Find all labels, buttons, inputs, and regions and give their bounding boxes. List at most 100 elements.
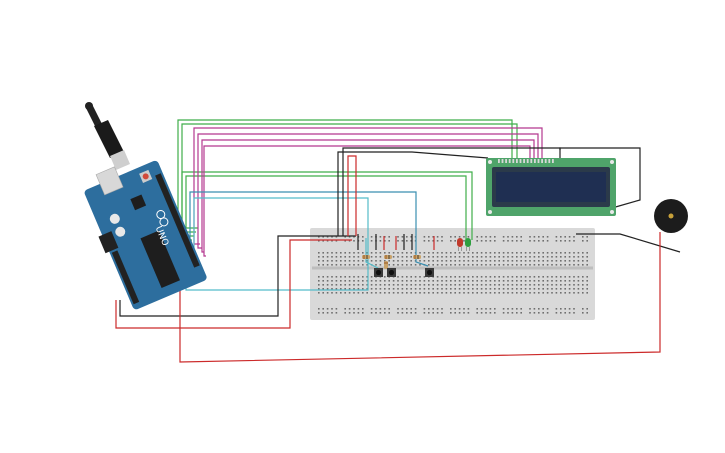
breadboard-hole — [406, 236, 408, 238]
breadboard-hole — [542, 256, 544, 258]
breadboard-hole — [533, 308, 536, 310]
breadboard-hole — [318, 280, 320, 282]
breadboard-hole — [529, 252, 531, 254]
breadboard-hole — [560, 308, 562, 310]
breadboard-hole — [463, 260, 465, 262]
wires[interactable] — [115, 119, 681, 363]
breadboard-hole — [375, 280, 377, 282]
breadboard-hole — [326, 236, 329, 238]
wire-cyan[interactable] — [365, 238, 379, 269]
wire-black[interactable] — [342, 147, 561, 236]
breadboard-hole — [564, 252, 566, 254]
breadboard-hole — [331, 312, 333, 314]
breadboard-hole — [480, 280, 483, 282]
breadboard-hole — [379, 252, 382, 254]
breadboard-hole — [520, 292, 522, 294]
breadboard-hole — [467, 280, 470, 282]
breadboard-hole — [331, 260, 333, 262]
piezo-buzzer[interactable] — [654, 199, 688, 233]
push-button[interactable] — [374, 268, 383, 277]
breadboard-hole — [428, 284, 430, 286]
breadboard-hole — [489, 240, 492, 242]
wire-magenta[interactable] — [197, 133, 539, 249]
breadboard-hole — [423, 240, 426, 242]
breadboard-hole — [507, 280, 509, 282]
breadboard-hole — [568, 240, 571, 242]
led-red[interactable] — [457, 238, 463, 251]
usb-plug-boot — [94, 120, 124, 158]
wire-magenta[interactable] — [193, 127, 543, 245]
breadboard-hole — [432, 288, 434, 290]
breadboard-hole — [524, 264, 527, 266]
breadboard-hole — [423, 236, 426, 238]
breadboard-hole — [406, 284, 408, 286]
breadboard-hole — [344, 288, 346, 290]
breadboard-hole — [577, 280, 580, 282]
breadboard-hole — [463, 252, 465, 254]
arduino-uno[interactable]: UNO — [76, 102, 208, 312]
breadboard-hole — [560, 264, 562, 266]
breadboard-hole — [467, 236, 470, 238]
breadboard-hole — [432, 236, 434, 238]
breadboard-hole — [436, 264, 439, 266]
lcd-display[interactable] — [486, 158, 616, 216]
wire-green[interactable] — [181, 123, 518, 237]
breadboard-hole — [560, 240, 562, 242]
resistor[interactable] — [413, 255, 421, 259]
breadboard-hole — [436, 276, 439, 278]
breadboard-hole — [335, 264, 338, 266]
wire-black[interactable] — [119, 235, 356, 317]
wire-red[interactable] — [115, 239, 352, 329]
breadboard-hole — [573, 256, 575, 258]
breadboard-hole — [573, 264, 575, 266]
resistor[interactable] — [384, 261, 388, 269]
breadboard-hole — [450, 260, 452, 262]
breadboard-hole — [450, 280, 452, 282]
breadboard-hole — [489, 280, 492, 282]
wire-magenta[interactable] — [203, 145, 531, 257]
breadboard-hole — [357, 252, 360, 254]
breadboard-hole — [384, 312, 386, 314]
breadboard-hole — [546, 280, 549, 282]
resistor[interactable] — [384, 255, 392, 259]
breadboard-hole — [529, 308, 531, 310]
breadboard-hole — [520, 276, 522, 278]
breadboard-hole — [375, 292, 377, 294]
wire-black[interactable] — [559, 147, 641, 209]
push-button[interactable] — [425, 268, 434, 277]
breadboard-hole — [366, 264, 368, 266]
breadboard[interactable] — [310, 228, 595, 320]
breadboard-hole — [388, 308, 390, 310]
breadboard-hole — [441, 288, 443, 290]
wire-magenta[interactable] — [201, 139, 535, 253]
breadboard-hole — [388, 240, 390, 242]
breadboard-hole — [489, 284, 492, 286]
breadboard-hole — [511, 308, 514, 310]
breadboard-hole — [384, 280, 386, 282]
breadboard-hole — [362, 284, 364, 286]
push-button[interactable] — [387, 268, 396, 277]
wire-red[interactable] — [347, 155, 357, 236]
breadboard-hole — [344, 276, 346, 278]
breadboard-hole — [516, 288, 518, 290]
breadboard-hole — [384, 240, 386, 242]
breadboard-hole — [551, 276, 553, 278]
breadboard-hole — [480, 276, 483, 278]
breadboard-hole — [322, 308, 324, 310]
breadboard-hole — [533, 312, 536, 314]
reset-button-cap[interactable] — [142, 172, 150, 180]
breadboard-hole — [529, 264, 531, 266]
breadboard-hole — [516, 252, 518, 254]
led-green[interactable] — [465, 238, 471, 251]
leds[interactable] — [457, 238, 471, 251]
breadboard-hole — [480, 308, 483, 310]
wire-black[interactable] — [337, 151, 489, 236]
wire-green[interactable] — [177, 119, 513, 241]
breadboard-hole — [516, 260, 518, 262]
breadboard-hole — [489, 292, 492, 294]
resistors[interactable] — [362, 255, 421, 269]
resistor[interactable] — [362, 255, 370, 259]
push-buttons[interactable] — [374, 268, 434, 277]
breadboard-hole — [467, 284, 470, 286]
